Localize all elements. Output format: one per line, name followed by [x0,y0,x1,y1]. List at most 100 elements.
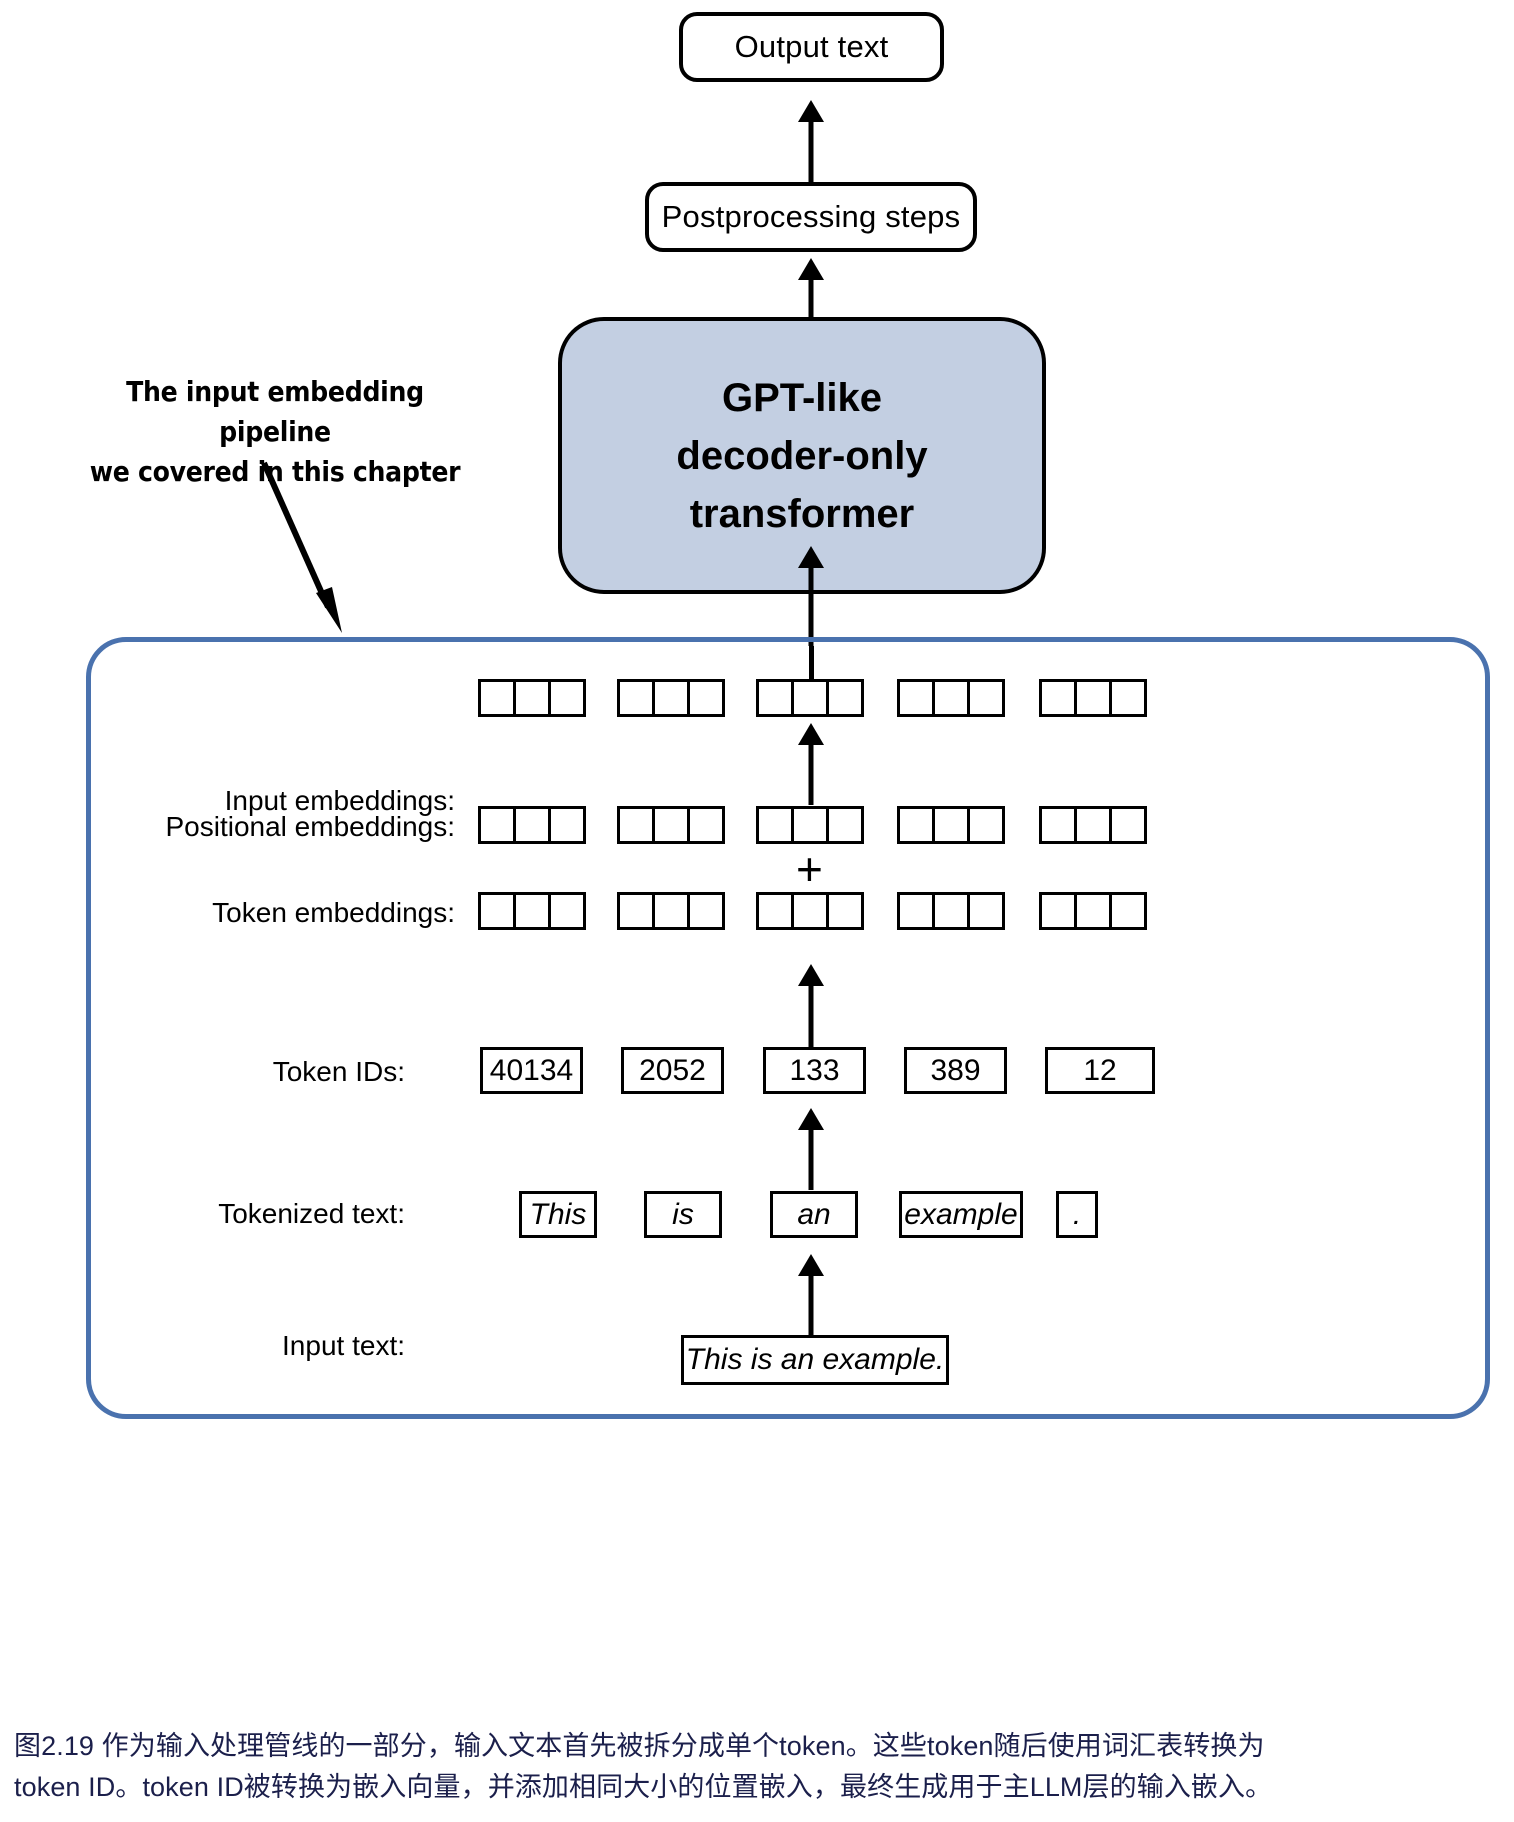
token-id-value: 12 [1083,1053,1117,1087]
arrow-shaft [808,982,814,1050]
output-text-label: Output text [734,29,889,64]
token-id-value: 389 [930,1053,981,1087]
embedding-cell [652,806,690,844]
embedding-cell [756,679,794,717]
embedding-cell [791,892,829,930]
postprocessing-box: Postprocessing steps [645,182,977,252]
token-box-4: example [899,1191,1023,1238]
arrow-head-icon [798,1254,824,1276]
postprocessing-label: Postprocessing steps [661,199,961,234]
embedding-cell [756,892,794,930]
tokenized-text-row-label: Tokenized text: [218,1198,405,1229]
embedding-cell [967,679,1005,717]
token-id-box-3: 133 [763,1047,866,1094]
arrow-head-icon [798,546,824,568]
embedding-cell [1074,679,1112,717]
embedding-cell [478,806,516,844]
embedding-cell [687,806,725,844]
embedding-cell [687,679,725,717]
embedding-cell [932,892,970,930]
input-embedding-pipeline-container [86,637,1490,1419]
embedding-cell [513,679,551,717]
line-input-embeddings-to-top [809,646,814,679]
input-text-box: This is an example. [681,1335,949,1385]
token-id-value: 40134 [489,1053,574,1087]
arrow-head-icon [798,1108,824,1130]
positional-embeddings-group-2 [617,806,725,844]
embedding-cell [1074,806,1112,844]
caption-line-1: 图2.19 作为输入处理管线的一部分，输入文本首先被拆分成单个token。这些t… [14,1731,1265,1761]
token-value: . [1072,1197,1082,1231]
embedding-cell [826,679,864,717]
output-text-box: Output text [679,12,944,82]
input-embeddings-row-label: Input embeddings: [224,785,455,816]
arrow-head-icon [798,723,824,745]
token-id-box-2: 2052 [621,1047,724,1094]
embedding-cell [897,892,935,930]
embedding-cell [932,679,970,717]
arrow-head-icon [798,100,824,122]
embedding-cell [826,892,864,930]
arrow-shaft [808,118,814,182]
token-ids-row-label: Token IDs: [272,1056,405,1087]
embedding-cell [617,892,655,930]
embedding-cell [1109,806,1147,844]
arrow-shaft [808,564,814,646]
positional-embeddings-row-label: Positional embeddings: [165,811,455,842]
token-embeddings-group-2 [617,892,725,930]
transformer-label: GPT-like decoder-only transformer [676,375,928,536]
token-box-5: . [1056,1191,1098,1238]
input-embeddings-group-3 [756,679,864,717]
embedding-cell [652,892,690,930]
positional-embeddings-group-3 [756,806,864,844]
input-embeddings-group-2 [617,679,725,717]
embedding-cell [1109,892,1147,930]
embedding-cell [513,892,551,930]
gpt-transformer-box: GPT-like decoder-only transformer [558,317,1046,594]
token-embeddings-group-1 [478,892,586,930]
embedding-cell [967,806,1005,844]
figure-caption: 图2.19 作为输入处理管线的一部分，输入文本首先被拆分成单个token。这些t… [14,1726,1504,1808]
embedding-cell [478,679,516,717]
arrow-head-icon [798,964,824,986]
token-embeddings-row-label: Token embeddings: [212,897,455,928]
embedding-cell [687,892,725,930]
token-value: example [904,1197,1018,1231]
embedding-cell [1039,806,1077,844]
embedding-cell [1074,892,1112,930]
embedding-cell [791,806,829,844]
token-embeddings-group-4 [897,892,1005,930]
plus-operator: + [796,843,823,895]
embedding-cell [1039,892,1077,930]
embedding-cell [897,679,935,717]
positional-embeddings-group-1 [478,806,586,844]
arrow-shaft [808,276,814,320]
embedding-cell [478,892,516,930]
input-embeddings-group-4 [897,679,1005,717]
embedding-cell [756,806,794,844]
token-box-2: is [644,1191,722,1238]
embedding-cell [932,806,970,844]
token-id-value: 133 [789,1053,840,1087]
embedding-cell [897,806,935,844]
caption-line-2: token ID。token ID被转换为嵌入向量，并添加相同大小的位置嵌入，最… [14,1772,1273,1803]
input-embeddings-group-5 [1039,679,1147,717]
embedding-cell [513,806,551,844]
embedding-cell [652,679,690,717]
token-embeddings-group-5 [1039,892,1147,930]
token-id-value: 2052 [639,1053,706,1087]
embedding-cell [826,806,864,844]
token-id-box-1: 40134 [480,1047,583,1094]
token-embeddings-group-3 [756,892,864,930]
arrow-shaft [808,1126,814,1190]
input-text-value: This is an example. [685,1343,945,1376]
token-box-1: This [519,1191,597,1238]
embedding-cell [967,892,1005,930]
arrow-shaft [808,1272,814,1336]
embedding-cell [617,806,655,844]
embedding-cell [1039,679,1077,717]
embedding-cell [548,806,586,844]
token-id-box-5: 12 [1045,1047,1155,1094]
token-value: is [672,1197,694,1231]
input-text-row-label: Input text: [282,1330,405,1361]
